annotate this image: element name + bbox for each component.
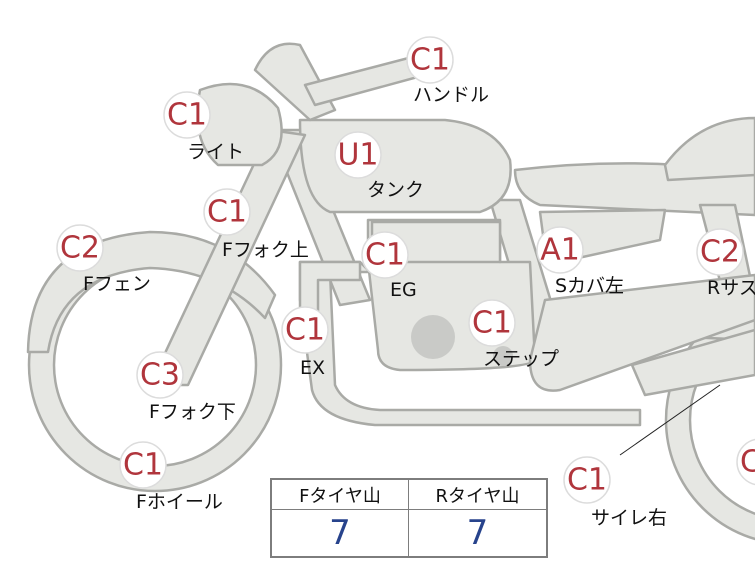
part-label: ハンドル — [413, 84, 489, 106]
front-tire-value: 7 — [272, 510, 409, 556]
marker-silencer-right: C1 サイレ右 — [563, 456, 667, 529]
marker-engine: C1 EG — [361, 231, 417, 301]
marker-ffork-upper: C1 Fフォク上 — [203, 188, 309, 261]
code-text: C1 — [410, 43, 450, 78]
marker-rwheel: C1 — [736, 438, 755, 486]
code-text: C1 — [365, 238, 405, 273]
front-fork-shape — [148, 128, 307, 387]
part-label: Fフォク上 — [222, 239, 309, 261]
part-label: ライト — [187, 141, 244, 163]
code-text: C1 — [207, 195, 247, 230]
rear-tire-header: Rタイヤ山 — [409, 480, 546, 510]
exhaust-shape — [298, 260, 642, 427]
part-label: Fフォク下 — [149, 401, 236, 423]
marker-handle: C1 ハンドル — [406, 36, 489, 106]
part-label: EX — [300, 357, 325, 379]
part-label: タンク — [367, 179, 424, 201]
marker-light: C1 ライト — [163, 91, 244, 163]
part-label: Rサス — [707, 277, 755, 299]
part-label: EG — [390, 279, 417, 301]
code-text: C1 — [740, 445, 755, 480]
marker-step: C1 ステップ — [468, 299, 559, 370]
code-text: A1 — [540, 233, 580, 268]
marker-ffork-lower: C3 Fフォク下 — [136, 351, 236, 423]
code-text: U1 — [337, 138, 378, 173]
part-label: サイレ右 — [591, 507, 667, 529]
marker-ffender: C2 Fフェン — [56, 224, 151, 295]
code-text: C2 — [700, 235, 740, 270]
code-text: C1 — [472, 306, 512, 341]
marker-exhaust: C1 EX — [281, 306, 329, 379]
code-text: C1 — [123, 448, 163, 483]
rear-tire-value: 7 — [466, 513, 489, 553]
front-tire-header: Fタイヤ山 — [272, 480, 409, 510]
marker-side-cover-left: A1 Sカバ左 — [536, 226, 624, 297]
marker-fwheel: C1 Fホイール — [119, 441, 223, 513]
part-label: Sカバ左 — [555, 275, 624, 297]
marker-rsus: C2 Rサス — [696, 228, 755, 299]
code-text: C1 — [167, 98, 207, 133]
part-label: Fフェン — [83, 273, 151, 295]
part-label: ステップ — [483, 348, 559, 370]
marker-tank: U1 タンク — [334, 131, 424, 201]
code-text: C1 — [285, 313, 325, 348]
tire-tread-table: Fタイヤ山 Rタイヤ山 7 7 — [270, 478, 548, 558]
silencer-shape — [528, 273, 755, 392]
code-text: C2 — [60, 231, 100, 266]
rear-wheel-shape — [666, 301, 755, 539]
rear-cowl-shape — [663, 116, 755, 182]
code-text: C1 — [567, 463, 607, 498]
part-label: Fホイール — [136, 491, 223, 513]
code-text: C3 — [140, 358, 180, 393]
